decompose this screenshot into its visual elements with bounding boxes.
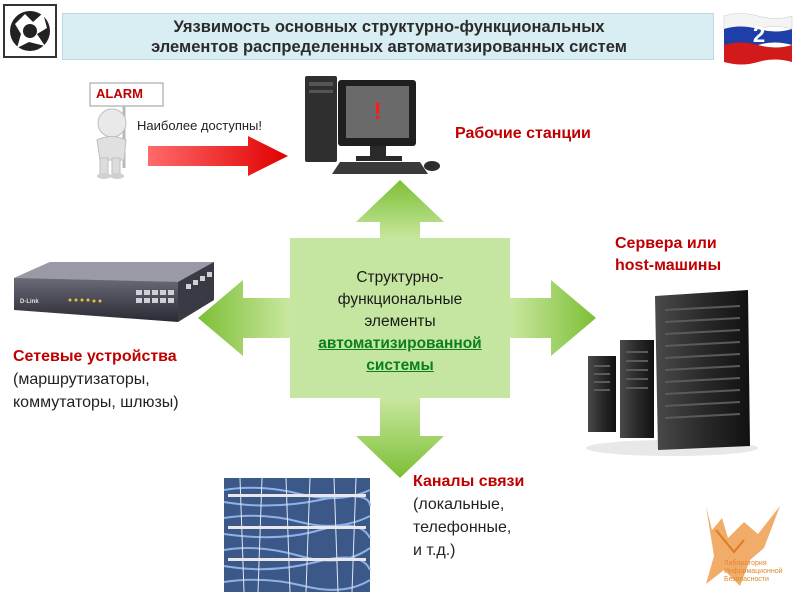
center-label: Структурно- функциональные элементы авто… <box>290 267 510 377</box>
center-box <box>290 238 510 398</box>
channels-line-3: и т.д.) <box>413 542 456 559</box>
server-racks <box>586 290 758 456</box>
monitor-warning-mark: ! <box>373 98 382 125</box>
lab-logo-line-2: Информационной <box>724 568 783 575</box>
network-devices-label: Сетевые устройства (маршрутизаторы, комм… <box>13 345 179 414</box>
network-switch <box>14 262 214 322</box>
switch-brand: D-Link <box>20 299 39 305</box>
arrow-down <box>356 398 444 478</box>
servers-label: Сервера или host-машины <box>615 233 721 277</box>
center-line-5: системы <box>366 357 434 374</box>
center-line-3: элементы <box>364 313 436 330</box>
center-line-2: функциональные <box>337 291 463 308</box>
arrow-right <box>510 280 596 356</box>
channels-title: Каналы связи <box>413 473 525 490</box>
center-line-4: автоматизированной <box>318 335 482 352</box>
servers-label-line-1: Сервера или <box>615 235 717 252</box>
russian-flag-icon: 2 <box>720 10 796 68</box>
title-line-1: Уязвимость основных структурно-функциона… <box>173 18 605 36</box>
red-arrow <box>148 136 288 176</box>
channels-line-2: телефонные, <box>413 519 512 536</box>
workstations-label: Рабочие станции <box>455 125 591 142</box>
alarm-figure <box>89 82 164 179</box>
network-cables-photo <box>223 477 371 593</box>
lab-logo-text: Лаборатория Информационной Безопасности <box>724 560 783 584</box>
security-lab-emblem <box>3 4 57 58</box>
title-bar: Уязвимость основных структурно-функциона… <box>62 13 714 60</box>
channels-label: Каналы связи (локальные, телефонные, и т… <box>413 470 524 562</box>
arrow-up <box>356 180 444 240</box>
page-title: Уязвимость основных структурно-функциона… <box>63 17 715 57</box>
alarm-caption: Наиболее доступны! <box>137 118 263 133</box>
network-devices-line-1: (маршрутизаторы, <box>13 371 150 388</box>
slide-number: 2 <box>752 22 766 47</box>
center-line-1: Структурно- <box>356 269 444 286</box>
alarm-sign: ALARM <box>96 86 143 101</box>
workstation-computer <box>305 76 440 174</box>
network-devices-line-2: коммутаторы, шлюзы) <box>13 394 179 411</box>
lab-logo-line-1: Лаборатория <box>724 560 767 567</box>
fox-logo <box>706 506 780 586</box>
title-line-2: элементов распределенных автоматизирован… <box>151 38 627 56</box>
lab-logo-line-3: Безопасности <box>724 576 769 583</box>
network-devices-title: Сетевые устройства <box>13 348 177 365</box>
channels-line-1: (локальные, <box>413 496 505 513</box>
servers-label-line-2: host-машины <box>615 257 722 274</box>
arrow-left <box>198 280 290 356</box>
